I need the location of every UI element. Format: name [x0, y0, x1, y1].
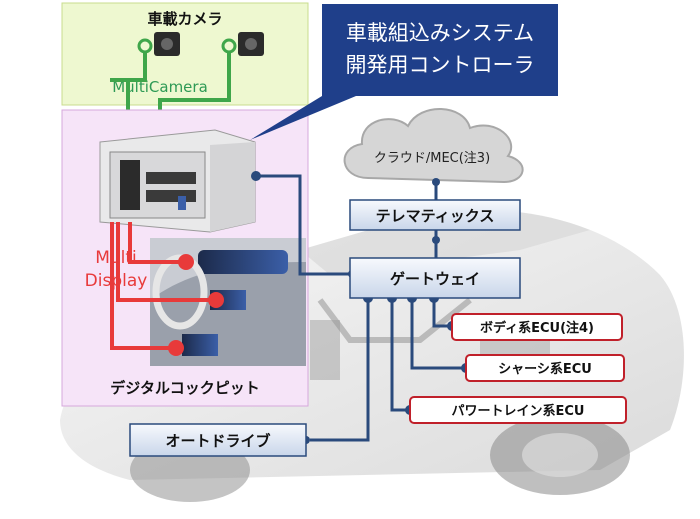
display-node: [178, 254, 194, 270]
camera-panel-title: 車載カメラ: [147, 10, 222, 28]
camera-icon: [221, 32, 264, 56]
ecu-box-powertrain: パワートレイン系ECU: [409, 396, 627, 424]
telematics-label: テレマティックス: [376, 207, 495, 225]
display-node: [208, 292, 224, 308]
ecu-box-chassis: シャーシ系ECU: [465, 354, 625, 382]
ecu-label: パワートレイン系ECU: [452, 403, 585, 419]
autodrive-label: オートドライブ: [165, 432, 270, 450]
display-node: [168, 340, 184, 356]
multi-display-label-2: Display: [85, 271, 148, 291]
cloud-label: クラウド/MEC(注3): [374, 151, 490, 166]
multi-display-label-1: Multi: [95, 248, 137, 268]
camera-panel: 車載カメラ MultiCamera: [61, 2, 309, 106]
cockpit-panel: Multi Display デジタルコックピット: [61, 109, 309, 407]
cockpit-panel-title: デジタルコックピット: [110, 379, 259, 397]
gateway-label: ゲートウェイ: [390, 270, 480, 288]
ecu-box-body: ボディ系ECU(注4): [451, 313, 623, 341]
title-callout: 車載組込みシステム 開発用コントローラ: [250, 4, 558, 140]
controller-device: [99, 129, 256, 233]
network-links: [256, 174, 466, 442]
ecu-label: シャーシ系ECU: [498, 361, 592, 377]
multicamera-label: MultiCamera: [112, 78, 208, 96]
cloud-node: クラウド/MEC(注3): [343, 108, 524, 184]
title-line-2: 開発用コントローラ: [346, 53, 535, 77]
title-line-1: 車載組込みシステム: [346, 21, 534, 45]
telematics-box: テレマティックス: [349, 199, 521, 231]
display-links: [110, 222, 216, 350]
gateway-box: ゲートウェイ: [349, 257, 521, 299]
autodrive-box: オートドライブ: [129, 423, 307, 457]
ecu-label: ボディ系ECU(注4): [480, 320, 594, 336]
